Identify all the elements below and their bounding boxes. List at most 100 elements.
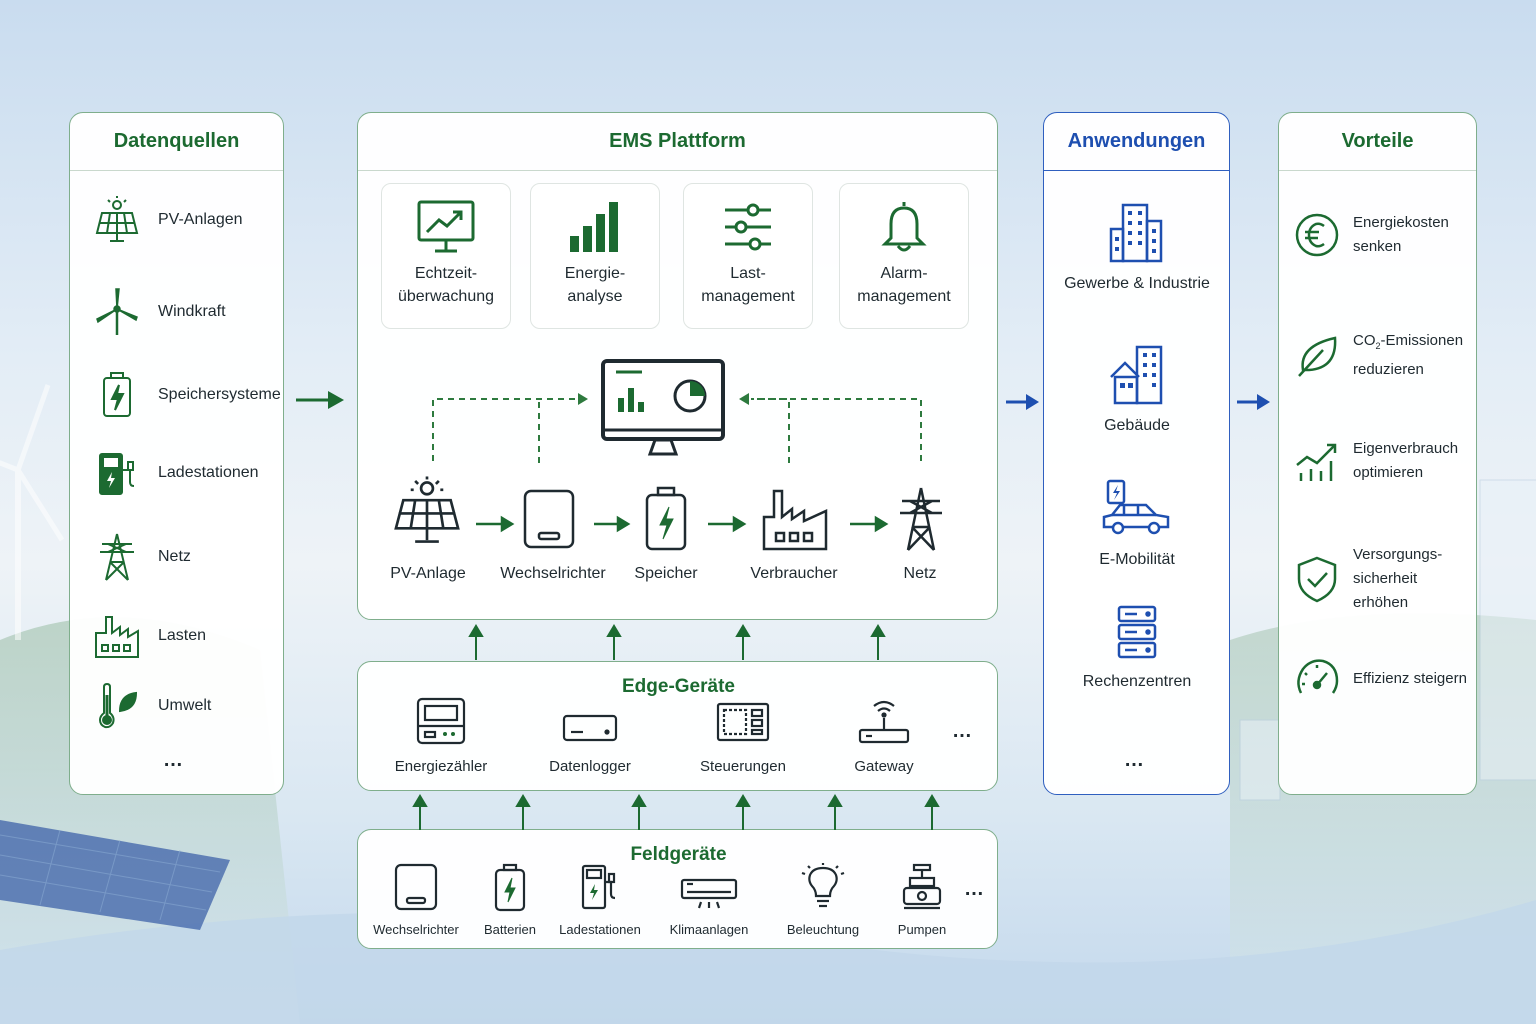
office-building-icon bbox=[1109, 203, 1163, 263]
benefit-effizienz: Effizienz steigern bbox=[1293, 655, 1467, 703]
field-device-ladestationen: Ladestationen bbox=[554, 862, 646, 937]
card-label-line1: Last- bbox=[730, 265, 766, 282]
source-item-wind: Windkraft bbox=[92, 287, 226, 337]
arrow-right-icon bbox=[1006, 394, 1039, 410]
field-device-label: Batterien bbox=[483, 922, 537, 937]
card-label-line2: überwachung bbox=[397, 288, 495, 305]
euro-icon bbox=[1295, 213, 1339, 257]
flow-diagram-connectors bbox=[432, 393, 922, 533]
card-label-line1: Alarm- bbox=[880, 265, 928, 282]
source-label: Netz bbox=[158, 548, 191, 565]
monitor-chart-icon bbox=[417, 200, 475, 253]
power-pylon-icon bbox=[900, 487, 942, 551]
card-label-line1: Echtzeit- bbox=[414, 265, 478, 282]
inverter-icon bbox=[394, 863, 438, 911]
edge-device-label: Steuerungen bbox=[700, 758, 786, 775]
benefit-label-line1: CO2-Emissionen bbox=[1353, 329, 1463, 358]
energy-meter-icon bbox=[416, 697, 466, 745]
bar-chart-icon bbox=[570, 202, 618, 252]
field-device-wechselrichter: Wechselrichter bbox=[366, 862, 466, 937]
benefit-label-line2: reduzieren bbox=[1353, 361, 1424, 378]
datalogger-icon bbox=[562, 714, 618, 742]
edge-device-logger: Datenlogger bbox=[538, 696, 642, 775]
benefit-label-line2: sicherheit erhöhen bbox=[1353, 570, 1418, 611]
source-label: PV-Anlagen bbox=[158, 211, 243, 228]
benefit-eigenverbrauch: Eigenverbrauch optimieren bbox=[1293, 437, 1458, 485]
edge-geraete-panel: Edge-Geräte Energiezähler Datenlogger St… bbox=[357, 661, 998, 791]
ems-plattform-title: EMS Plattform bbox=[358, 113, 997, 171]
source-item-laden: Ladestationen bbox=[92, 448, 259, 498]
controller-icon bbox=[716, 702, 770, 742]
power-pylon-icon bbox=[100, 533, 134, 581]
benefit-co2: CO2-Emissionen reduzieren bbox=[1293, 329, 1463, 382]
wind-turbine-icon bbox=[96, 288, 138, 335]
card-label-line1: Energie- bbox=[564, 265, 626, 282]
application-label: Rechenzentren bbox=[1082, 673, 1192, 690]
benefit-versorgung: Versorgungs- sicherheit erhöhen bbox=[1293, 543, 1476, 615]
arrow-right-icon bbox=[1237, 394, 1270, 410]
solar-panel-icon bbox=[394, 476, 460, 543]
electric-car-icon bbox=[1102, 479, 1170, 535]
source-item-speicher: Speichersysteme bbox=[92, 370, 281, 420]
application-label: Gewerbe & Industrie bbox=[1064, 275, 1210, 292]
battery-icon bbox=[645, 486, 687, 551]
vorteile-panel: Vorteile Energiekosten senken CO2-Emissi… bbox=[1278, 112, 1477, 795]
application-label: E-Mobilität bbox=[1099, 551, 1175, 568]
co2-suffix: -Emissionen bbox=[1380, 332, 1464, 349]
card-label-line2: management bbox=[857, 288, 951, 305]
source-item-lasten: Lasten bbox=[92, 611, 206, 661]
co2-prefix: CO bbox=[1353, 332, 1376, 349]
source-label: Ladestationen bbox=[158, 464, 259, 481]
application-rechenzentren: Rechenzentren bbox=[1044, 603, 1230, 691]
field-device-label: Beleuchtung bbox=[786, 922, 860, 937]
server-rack-icon bbox=[1117, 605, 1157, 659]
card-label-line2: management bbox=[701, 288, 795, 305]
edge-device-gateway: Gateway bbox=[838, 696, 930, 775]
shield-check-icon bbox=[1297, 556, 1337, 603]
benefit-label-line1: Eigenverbrauch bbox=[1353, 440, 1459, 457]
edge-geraete-title: Edge-Geräte bbox=[622, 676, 735, 697]
anwendungen-panel: Anwendungen Gewerbe & Industrie Gebäude … bbox=[1043, 112, 1230, 795]
factory-icon bbox=[95, 616, 139, 658]
edge-device-zaehler: Energiezähler bbox=[388, 696, 494, 775]
feature-card-echtzeit: Echtzeit- überwachung bbox=[381, 183, 511, 329]
bell-icon bbox=[881, 202, 927, 252]
application-emobilitaet: E-Mobilität bbox=[1044, 477, 1230, 569]
thermometer-leaf-icon bbox=[98, 682, 138, 729]
leaf-icon bbox=[1298, 335, 1337, 377]
router-icon bbox=[858, 700, 910, 744]
up-arrows-feld-to-edge bbox=[412, 794, 940, 830]
datenquellen-panel: Datenquellen PV-Anlagen Windkraft Speich… bbox=[69, 112, 284, 795]
datenquellen-title: Datenquellen bbox=[70, 113, 283, 171]
solar-panel-icon bbox=[95, 196, 139, 242]
air-conditioner-icon bbox=[680, 878, 738, 909]
feature-card-analyse: Energie- analyse bbox=[530, 183, 660, 329]
flow-label: Speicher bbox=[634, 565, 698, 582]
edge-device-label: Datenlogger bbox=[549, 758, 631, 775]
flow-label: PV-Anlage bbox=[390, 565, 466, 582]
application-gebaeude: Gebäude bbox=[1044, 343, 1230, 435]
light-bulb-icon bbox=[801, 863, 845, 908]
source-label: Speichersysteme bbox=[158, 386, 281, 403]
flow-label: Wechselrichter bbox=[500, 565, 606, 582]
field-device-klimaanlagen: Klimaanlagen bbox=[658, 862, 760, 937]
more-indicator: … bbox=[952, 720, 973, 742]
growth-chart-icon bbox=[1296, 443, 1337, 481]
dashboard-monitor-icon bbox=[601, 359, 725, 456]
flow-label: Netz bbox=[903, 565, 937, 582]
flow-label: Verbraucher bbox=[750, 565, 838, 582]
factory-icon bbox=[762, 489, 828, 551]
application-label: Gebäude bbox=[1104, 417, 1170, 434]
field-device-label: Ladestationen bbox=[559, 922, 641, 937]
house-building-icon bbox=[1110, 345, 1163, 405]
edge-device-steuerungen: Steuerungen bbox=[690, 696, 796, 775]
benefit-label-line2: senken bbox=[1353, 238, 1402, 255]
feldgeraete-panel: Feldgeräte Wechselrichter Batterien Lade… bbox=[357, 829, 998, 949]
co2-subscript: 2 bbox=[1375, 341, 1381, 351]
source-item-umwelt: Umwelt bbox=[92, 681, 211, 731]
gauge-icon bbox=[1297, 659, 1339, 694]
source-label: Umwelt bbox=[158, 697, 212, 714]
battery-icon bbox=[494, 863, 526, 912]
more-indicator: … bbox=[1124, 749, 1145, 771]
inverter-icon bbox=[523, 489, 575, 549]
